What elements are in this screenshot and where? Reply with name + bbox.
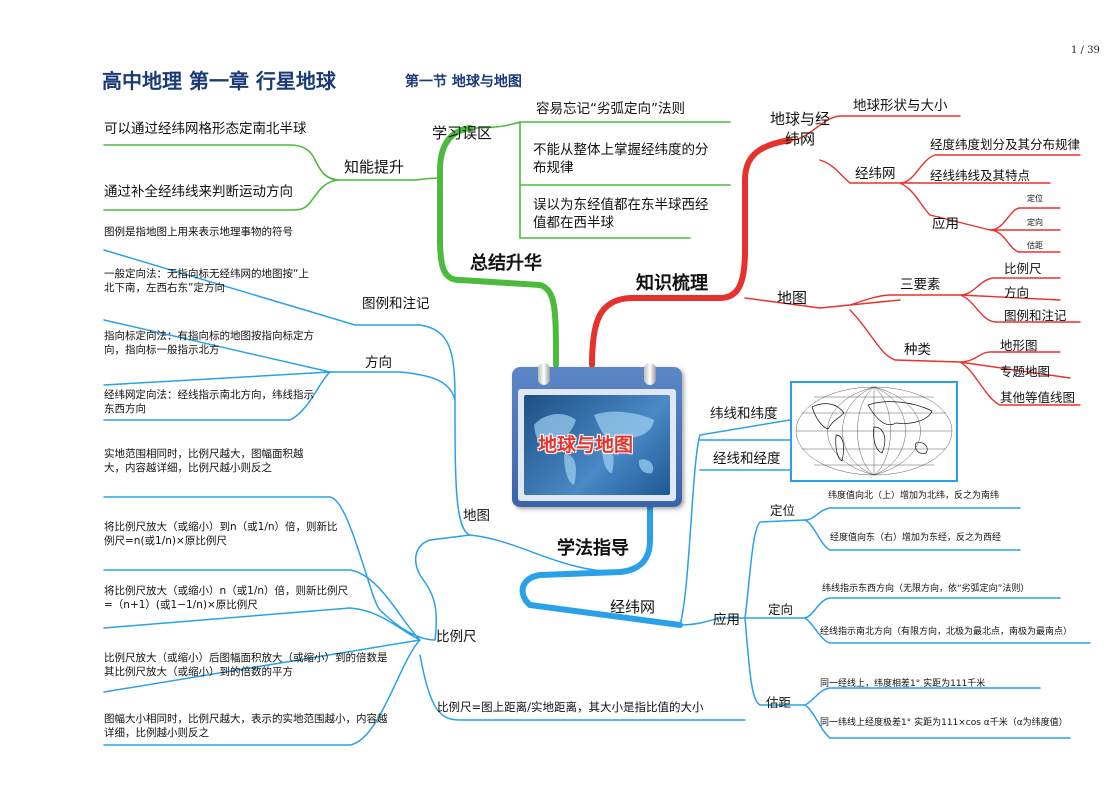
center-calendar: 地球与地图 <box>508 363 686 508</box>
method-map-label: 地图 <box>463 508 490 524</box>
mistake-item: 容易忘记“劣弧定向”法则 <box>536 101 685 117</box>
locate-label: 定位 <box>770 503 796 518</box>
application-item: 估距 <box>1027 241 1043 250</box>
direction-item: 一般定向法：无指向标无经纬网的地图按“上北下南，左西右东”定方向 <box>104 268 309 294</box>
blue-map-stem <box>103 249 746 746</box>
type-item: 其他等值线图 <box>1000 390 1076 405</box>
world-grid-map <box>790 381 958 482</box>
direction-label: 方向 <box>365 355 392 371</box>
grid-method-label: 经纬网 <box>610 598 656 616</box>
grid-label: 经纬网 <box>855 166 896 182</box>
application-item: 定向 <box>1027 218 1043 227</box>
distance-label: 估距 <box>766 695 792 710</box>
orient-label: 定向 <box>768 602 794 617</box>
page-number: 1 / 39 <box>1071 45 1100 56</box>
longitude-label: 经线和经度 <box>713 451 781 467</box>
green-skills-stem <box>103 144 441 211</box>
green-mistakes-stem <box>469 121 731 239</box>
element-item: 方向 <box>1004 285 1030 300</box>
locate-item: 经度值向东（右）增加为东经，反之为西经 <box>830 533 1002 543</box>
distance-item: 同一纬线上经度极差1° 实距为111×cos α千米（α为纬度值） <box>820 718 1068 728</box>
orient-item: 经线指示南北方向（有限方向，北极为最北点，南极为最南点） <box>820 627 1073 637</box>
scale-item: 将比例尺放大（或缩小）到n（或1/n）倍，则新比例尺=n(或1/n)×原比例尺 <box>104 521 338 547</box>
scale-item: 比例尺放大（或缩小）后图幅面积放大（或缩小）到的倍数是其比例尺放大（或缩小）到的… <box>104 652 388 678</box>
center-label: 地球与地图 <box>538 434 634 456</box>
skills-label: 知能提升 <box>344 158 405 176</box>
types-label: 种类 <box>904 342 931 358</box>
scale-definition: 比例尺=图上距离/实地距离，其大小是指比值的大小 <box>437 700 704 714</box>
elements-label: 三要素 <box>900 277 941 293</box>
skill-item: 通过补全经纬线来判断运动方向 <box>104 184 293 200</box>
grid-method-application: 应用 <box>713 612 740 628</box>
element-item: 比例尺 <box>1004 261 1042 276</box>
latitude-label: 纬线和纬度 <box>710 406 778 422</box>
blue-grid-stem <box>679 419 1091 739</box>
grid-item: 经度纬度划分及其分布规律 <box>930 137 1081 152</box>
mistakes-label: 学习误区 <box>432 124 493 142</box>
red-earthgrid-stem <box>789 115 1081 253</box>
mistake-item: 不能从整体上掌握经纬度的分布规律 <box>533 142 709 176</box>
legend-label: 图例和注记 <box>362 296 430 312</box>
application-item: 定位 <box>1027 194 1043 203</box>
scale-label: 比例尺 <box>436 629 477 645</box>
section-title: 第一节 地球与地图 <box>405 74 522 90</box>
locate-item: 纬度值向北（上）增加为北纬，反之为南纬 <box>828 491 1000 501</box>
map-label: 地图 <box>777 289 808 307</box>
earth-shape: 地球形状与大小 <box>853 98 948 114</box>
direction-item: 指向标定向法：有指向标的地图按指向标定方向，指向标一般指示北方 <box>104 330 314 356</box>
scale-item: 将比例尺放大（或缩小）n（或1/n）倍，则新比例尺=（n+1）(或1−1/n)×… <box>104 585 349 611</box>
world-map-image <box>524 395 670 495</box>
element-item: 图例和注记 <box>1004 308 1067 323</box>
page-title: 高中地理 第一章 行星地球 <box>102 69 336 93</box>
grid-application-label: 应用 <box>932 216 959 232</box>
distance-item: 同一经线上，纬度相差1° 实距为111千米 <box>820 679 986 689</box>
summary-label: 总结升华 <box>470 253 542 274</box>
blue-main-branch <box>519 492 683 628</box>
type-item: 地形图 <box>1000 338 1038 353</box>
grid-item: 经线纬线及其特点 <box>930 168 1031 183</box>
type-item: 专题地图 <box>1000 364 1051 379</box>
method-label: 学法指导 <box>557 538 629 559</box>
ring-left <box>538 363 550 385</box>
scale-item: 图幅大小相同时，比例尺越大，表示的实地范围越小，内容越详细，比例越小则反之 <box>104 713 388 739</box>
ring-right <box>644 363 656 385</box>
skill-item: 可以通过经纬网格形态定南北半球 <box>104 121 307 137</box>
orient-item: 纬线指示东西方向（无限方向，依“劣弧定向”法则） <box>822 584 1030 594</box>
scale-item: 实地范围相同时，比例尺越大，图幅面积越大，内容越详细，比例尺越小则反之 <box>104 448 304 474</box>
mistake-item: 误以为东经值都在东半球西经值都在西半球 <box>533 197 709 231</box>
direction-item: 经纬网定向法：经线指示南北方向，纬线指示东西方向 <box>104 389 314 415</box>
legend-desc: 图例是指地图上用来表示地理事物的符号 <box>104 226 293 238</box>
earth-grid-label: 地球与经纬网 <box>770 110 831 148</box>
green-main-branch <box>437 125 559 368</box>
red-map-stem <box>744 277 1081 406</box>
knowledge-label: 知识梳理 <box>636 273 708 294</box>
red-main-branch <box>589 137 793 368</box>
